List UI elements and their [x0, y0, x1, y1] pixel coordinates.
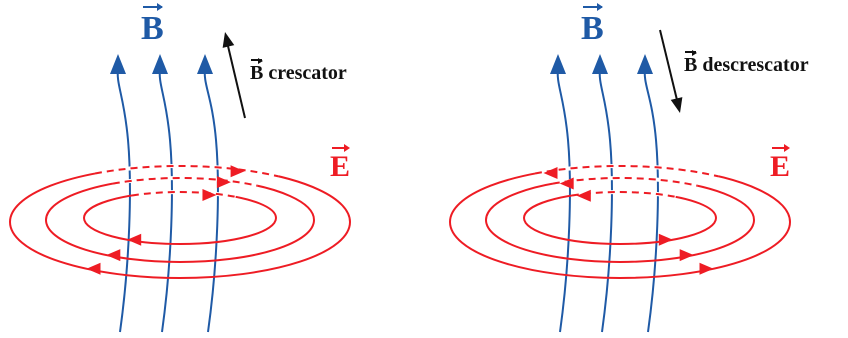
e-loop-dashed-left-3 — [131, 191, 236, 198]
change-symbol-right: B — [684, 49, 698, 76]
e-loop-front-right-1 — [449, 221, 791, 279]
b-field-line-right-1 — [556, 67, 571, 333]
b-field-line-left-2 — [158, 67, 173, 333]
e-arrow-front-right-3 — [658, 233, 673, 246]
e-arrow-front-left-1 — [86, 262, 101, 275]
e-arrow-back-left-1 — [230, 165, 245, 178]
e-loop-back-left-1 — [9, 165, 351, 223]
e-loop-dashed-right-1 — [534, 165, 719, 178]
b-field-line-right-2 — [598, 67, 613, 333]
e-arrow-front-left-3 — [127, 233, 142, 246]
b-field-line-right-3 — [643, 67, 659, 333]
e-loop-front-right-2 — [485, 219, 755, 263]
e-arrow-back-left-3 — [202, 188, 217, 201]
change-arrow-head-right — [670, 97, 683, 113]
b-field-line-left-1 — [116, 67, 131, 333]
e-arrow-back-right-3 — [576, 189, 591, 202]
e-field-symbol-right: E — [770, 143, 791, 183]
e-loop-front-right-3 — [523, 217, 717, 245]
b-field-arrowhead-left-1 — [110, 54, 126, 74]
e-arrow-front-right-1 — [699, 262, 714, 275]
b-field-arrowhead-right-2 — [592, 54, 608, 74]
e-loop-dashed-left-1 — [94, 165, 279, 178]
change-arrow-shaft-left — [227, 45, 246, 119]
e-loop-back-right-1 — [449, 165, 791, 223]
b-field-arrowhead-left-2 — [152, 54, 168, 74]
panel-increasing-field — [9, 32, 351, 333]
change-arrow-head-left — [222, 32, 235, 48]
e-arrow-back-left-2 — [216, 176, 231, 189]
e-arrow-back-right-2 — [559, 177, 574, 190]
e-arrow-back-right-1 — [543, 166, 558, 179]
e-loop-back-left-3 — [83, 191, 277, 219]
e-arrow-front-right-2 — [679, 249, 694, 262]
e-loop-dashed-right-3 — [571, 191, 676, 198]
e-loop-dashed-left-2 — [112, 177, 258, 187]
change-arrow-shaft-right — [659, 29, 678, 101]
e-loop-front-left-3 — [83, 217, 277, 245]
e-field-symbol-left: E — [330, 143, 351, 183]
e-loop-front-left-2 — [45, 219, 315, 263]
e-loop-front-left-1 — [9, 221, 351, 279]
b-field-line-left-3 — [203, 67, 219, 333]
b-field-symbol-left: B — [141, 2, 164, 47]
e-loop-back-right-3 — [523, 191, 717, 219]
change-text-left: crescator — [268, 62, 347, 84]
b-field-arrowhead-right-3 — [637, 54, 653, 74]
b-field-symbol-right: B — [581, 2, 604, 47]
b-field-arrowhead-left-3 — [197, 54, 213, 74]
change-label-left: B crescator — [250, 57, 347, 84]
change-text-right: descrescator — [702, 54, 809, 76]
panel-decreasing-field — [449, 29, 791, 333]
change-symbol-left: B — [250, 57, 264, 84]
b-field-arrowhead-right-1 — [550, 54, 566, 74]
e-arrow-front-left-2 — [106, 249, 121, 262]
change-label-right: B descrescator — [684, 49, 809, 76]
